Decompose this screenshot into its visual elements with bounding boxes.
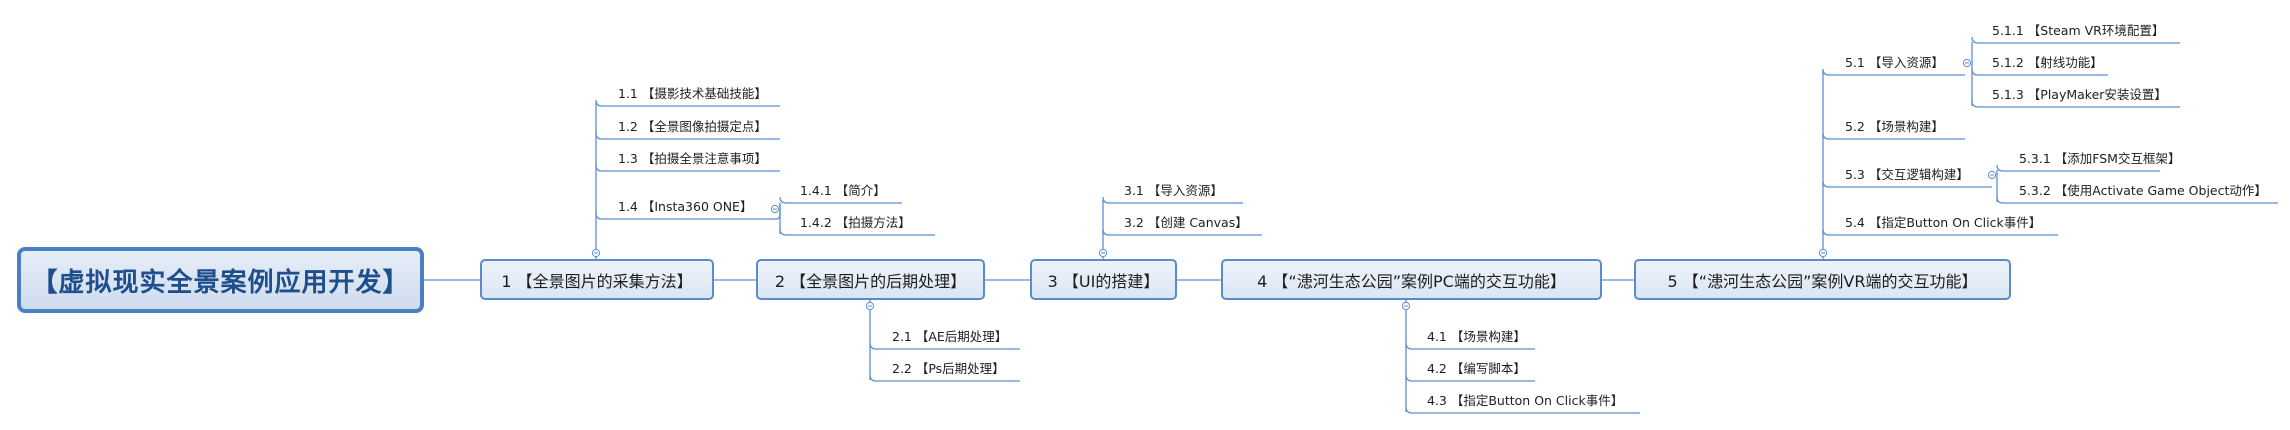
subtopic-5-3-2[interactable]: 5.3.2 【使用Activate Game Object动作】 <box>2019 183 2267 198</box>
subtopic-4-2[interactable]: 4.2 【编写脚本】 <box>1427 361 1526 376</box>
underline-4-2 <box>1405 374 1535 382</box>
subtopic-2-2[interactable]: 2.2 【Ps后期处理】 <box>892 361 1005 376</box>
root-topic[interactable]: 【虚拟现实全景案例应用开发】 <box>17 247 424 313</box>
subtopic-1-4[interactable]: 1.4 【Insta360 ONE】 <box>618 199 753 214</box>
subtopic-5-3-1[interactable]: 5.3.1 【添加FSM交互框架】 <box>2019 151 2181 166</box>
underline-4-1 <box>1405 342 1535 350</box>
underline-1-4-2 <box>779 228 935 236</box>
topic-2-node[interactable]: 2 【全景图片的后期处理】 <box>756 259 985 300</box>
underline-5-3-1 <box>1996 164 2160 172</box>
underline-5-1 <box>1822 68 1965 76</box>
subtopic-3-2[interactable]: 3.2 【创建 Canvas】 <box>1124 215 1248 230</box>
topic-4-node[interactable]: 4 【“漶河生态公园”案例PC端的交互功能】 <box>1221 259 1602 300</box>
underline-5-4 <box>1822 228 2058 236</box>
subtopic-5-2[interactable]: 5.2 【场景构建】 <box>1845 119 1944 134</box>
subtopic-1-2[interactable]: 1.2 【全景图像拍摄定点】 <box>618 119 767 134</box>
subtopic-5-1-2[interactable]: 5.1.2 【射线功能】 <box>1992 55 2103 70</box>
subtopic-1-1[interactable]: 1.1 【摄影技术基础技能】 <box>618 86 767 101</box>
underline-5-2 <box>1822 132 1965 140</box>
subtopic-1-3[interactable]: 1.3 【拍摄全景注意事项】 <box>618 151 767 166</box>
underline-1-4-1 <box>779 196 902 204</box>
underline-1-1 <box>595 99 780 107</box>
topic-1-node[interactable]: 1 【全景图片的采集方法】 <box>480 259 714 300</box>
topic-5-node[interactable]: 5 【“漶河生态公园”案例VR端的交互功能】 <box>1634 259 2011 300</box>
underline-4-3 <box>1405 406 1640 414</box>
subtopic-4-1[interactable]: 4.1 【场景构建】 <box>1427 329 1526 344</box>
underline-3-1 <box>1102 196 1243 204</box>
subtopic-5-4[interactable]: 5.4 【指定Button On Click事件】 <box>1845 215 2042 230</box>
underline-2-2 <box>869 374 1020 382</box>
subtopic-3-1[interactable]: 3.1 【导入资源】 <box>1124 183 1223 198</box>
underline-5-1-3 <box>1971 100 2180 108</box>
underline-1-4 <box>595 212 773 220</box>
underline-1-2 <box>595 132 780 140</box>
underline-3-2 <box>1102 228 1262 236</box>
underline-1-3 <box>595 164 780 172</box>
topic-3-node[interactable]: 3 【UI的搭建】 <box>1030 259 1177 300</box>
subtopic-4-3[interactable]: 4.3 【指定Button On Click事件】 <box>1427 393 1624 408</box>
subtopic-5-1-1[interactable]: 5.1.1 【Steam VR环境配置】 <box>1992 23 2165 38</box>
underline-5-1-1 <box>1971 36 2180 44</box>
subtopic-2-1[interactable]: 2.1 【AE后期处理】 <box>892 329 1008 344</box>
subtopic-5-1[interactable]: 5.1 【导入资源】 <box>1845 55 1944 70</box>
underline-5-1-2 <box>1971 68 2108 76</box>
subtopic-5-1-3[interactable]: 5.1.3 【PlayMaker安装设置】 <box>1992 87 2167 102</box>
underline-5-3 <box>1822 180 1992 188</box>
underline-2-1 <box>869 342 1020 350</box>
underline-5-3-2 <box>1996 196 2278 204</box>
subtopic-1-4-2[interactable]: 1.4.2 【拍摄方法】 <box>800 215 911 230</box>
subtopic-5-3[interactable]: 5.3 【交互逻辑构建】 <box>1845 167 1969 182</box>
subtopic-1-4-1[interactable]: 1.4.1 【简介】 <box>800 183 886 198</box>
